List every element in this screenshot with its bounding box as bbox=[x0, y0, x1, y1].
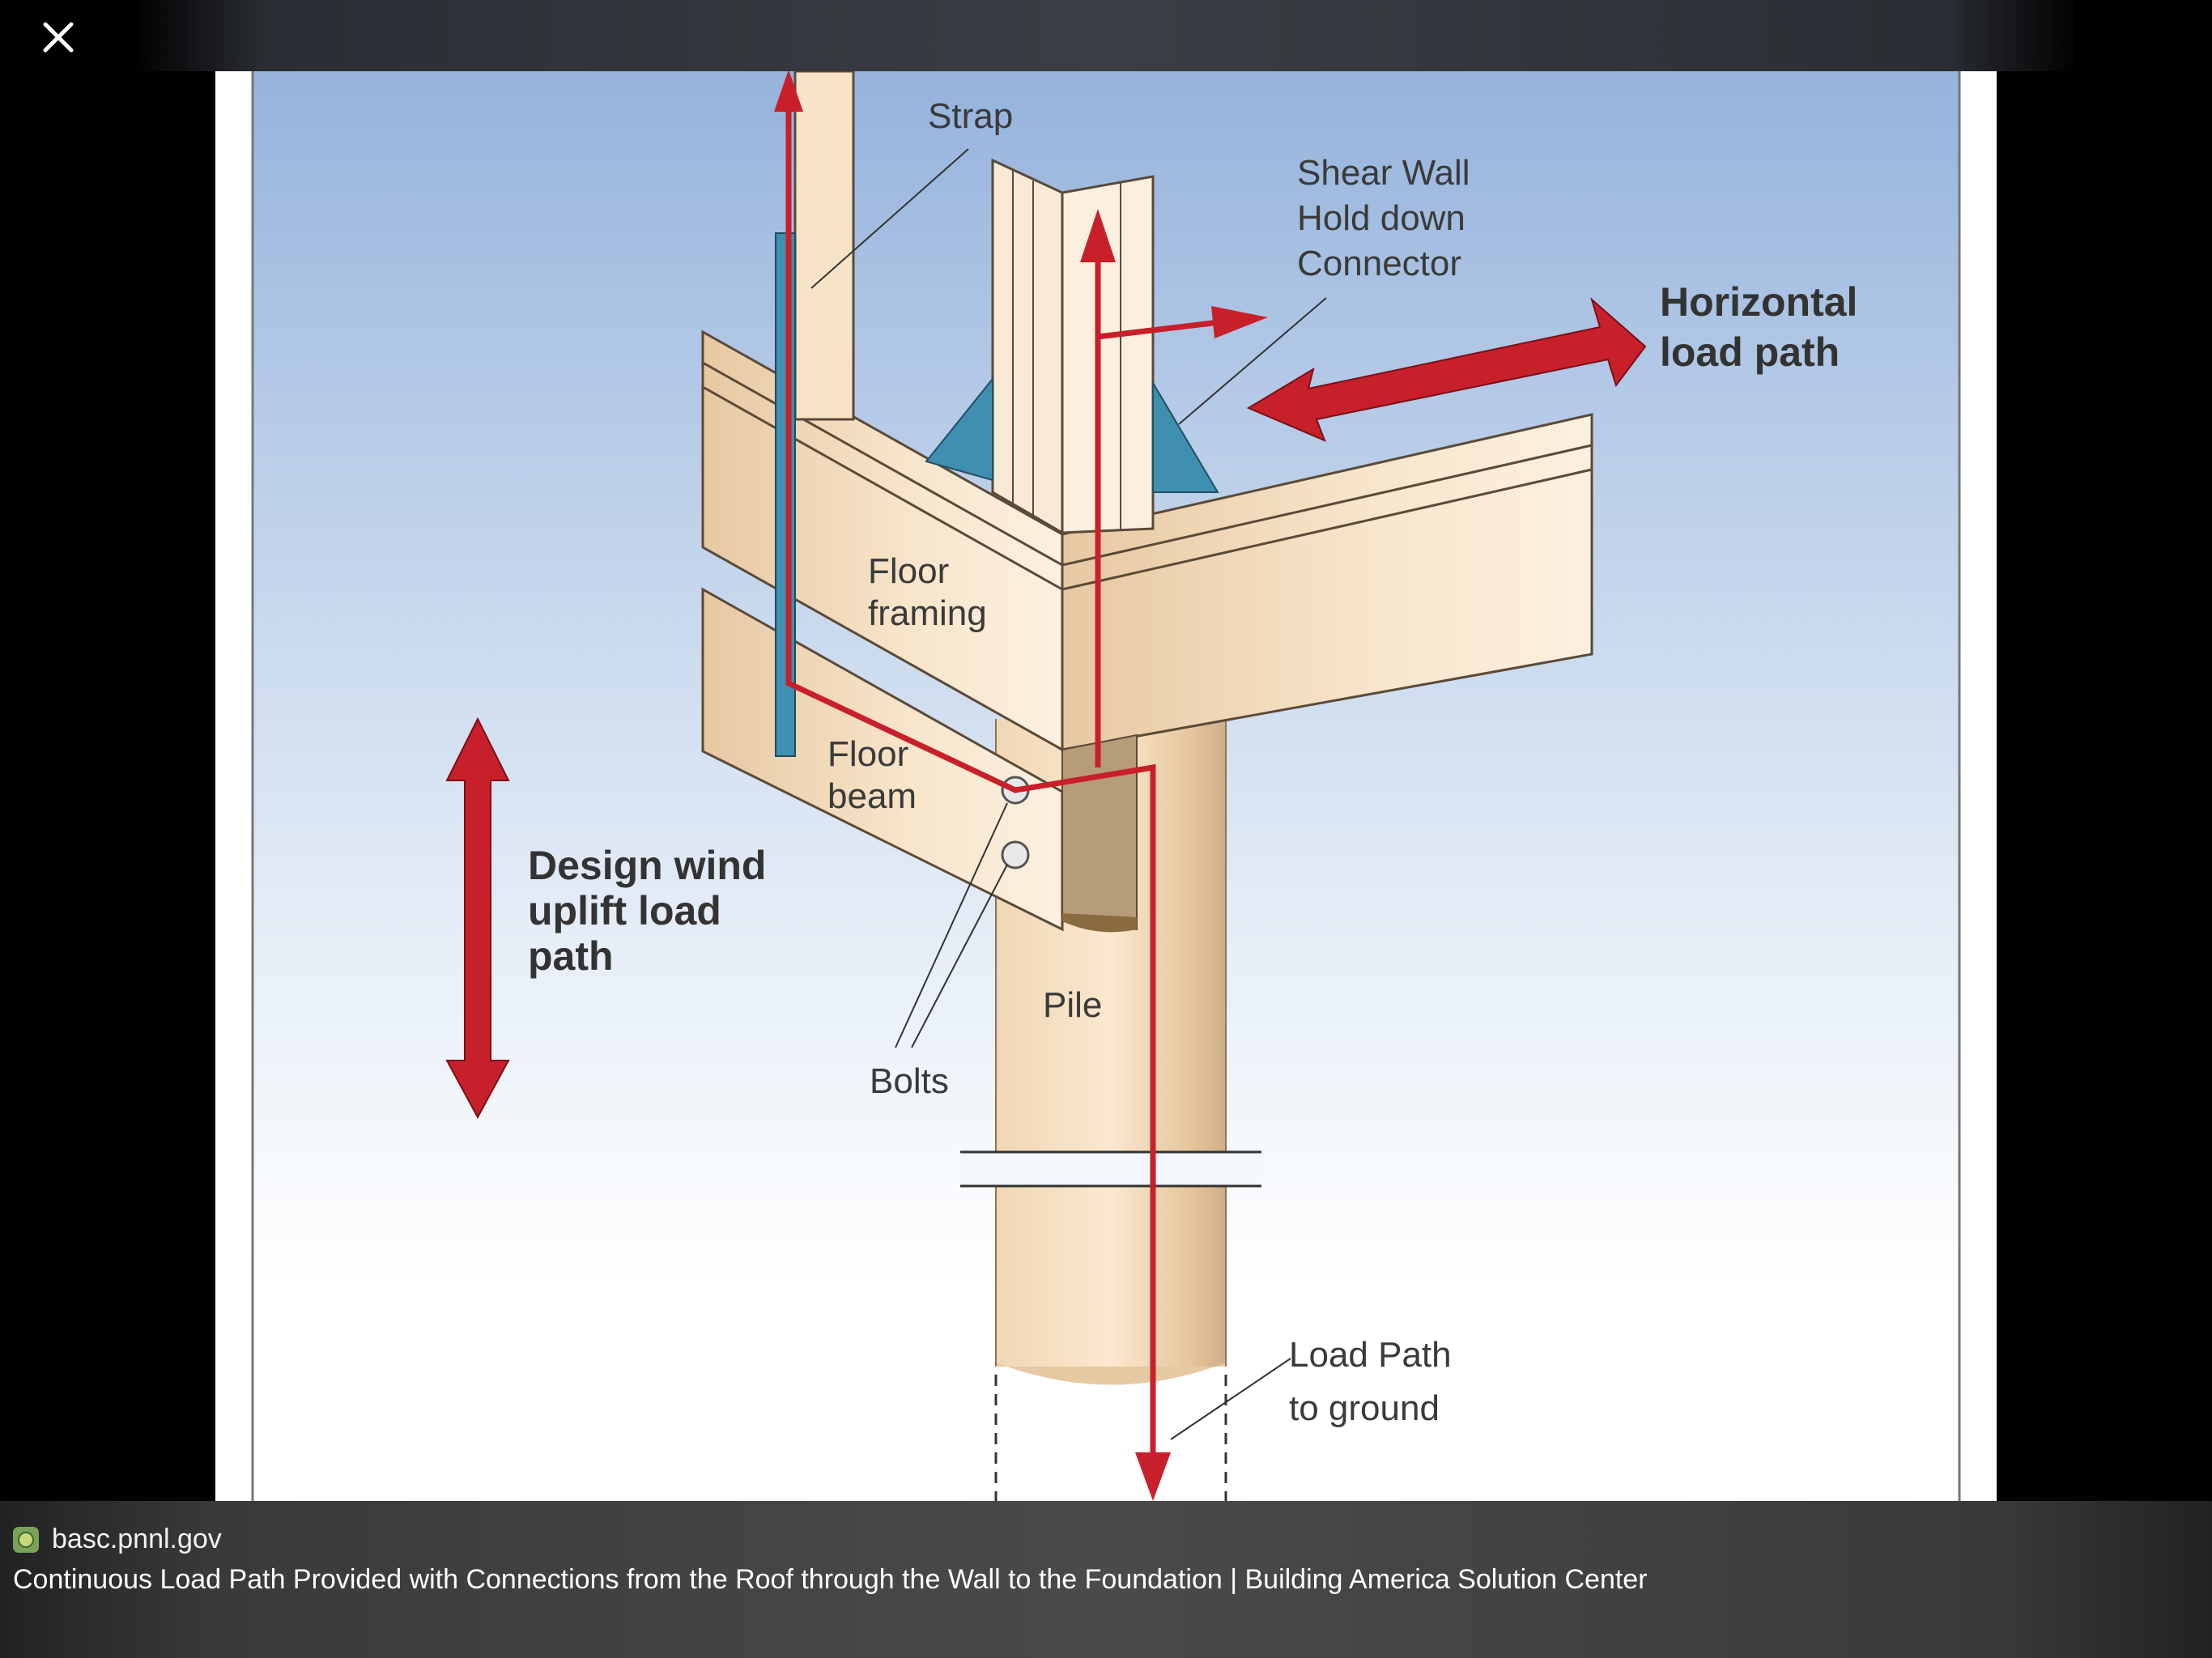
label-design-wind-2: uplift load bbox=[528, 888, 721, 933]
label-horizontal-1: Horizontal bbox=[1660, 279, 1857, 325]
label-floor-framing-1: Floor bbox=[868, 551, 949, 591]
viewer-image[interactable]: Strap Shear Wall Hold down Connector Hor… bbox=[215, 71, 1997, 1501]
shear-wall bbox=[925, 158, 1219, 535]
label-design-wind-3: path bbox=[528, 933, 614, 979]
label-design-wind-1: Design wind bbox=[528, 843, 766, 888]
image-caption-title[interactable]: Continuous Load Path Provided with Conne… bbox=[13, 1564, 1648, 1595]
site-favicon-icon bbox=[13, 1526, 39, 1553]
hold-down-connector-left bbox=[925, 376, 993, 482]
label-floor-framing-2: framing bbox=[868, 593, 987, 633]
load-path-diagram: Strap Shear Wall Hold down Connector Hor… bbox=[215, 71, 1997, 1501]
label-horizontal-2: load path bbox=[1660, 329, 1840, 375]
hold-down-connector-right bbox=[1152, 380, 1219, 493]
label-shear-wall-3: Connector bbox=[1297, 244, 1461, 283]
label-load-path-1: Load Path bbox=[1289, 1335, 1452, 1375]
source-link[interactable]: basc.pnnl.gov bbox=[13, 1524, 222, 1555]
source-domain[interactable]: basc.pnnl.gov bbox=[52, 1524, 222, 1554]
close-icon bbox=[43, 22, 74, 53]
label-pile: Pile bbox=[1043, 985, 1102, 1025]
horizontal-load-path-arrow bbox=[1246, 296, 1647, 442]
viewer-top-bar bbox=[0, 0, 2212, 71]
design-wind-uplift-arrow bbox=[445, 716, 510, 1120]
label-floor-beam-1: Floor bbox=[827, 734, 908, 774]
label-load-path-2: to ground bbox=[1289, 1388, 1440, 1428]
label-strap: Strap bbox=[928, 96, 1013, 136]
close-button[interactable] bbox=[32, 11, 84, 63]
strap bbox=[775, 232, 796, 757]
caption-bar: basc.pnnl.gov Continuous Load Path Provi… bbox=[0, 1501, 2212, 1658]
label-shear-wall-1: Shear Wall bbox=[1297, 153, 1470, 193]
label-shear-wall-2: Hold down bbox=[1297, 198, 1465, 238]
strap-post bbox=[775, 71, 855, 757]
label-floor-beam-2: beam bbox=[827, 776, 917, 816]
uplift-load-path-arrow bbox=[785, 104, 1220, 1464]
label-bolts: Bolts bbox=[870, 1061, 949, 1101]
